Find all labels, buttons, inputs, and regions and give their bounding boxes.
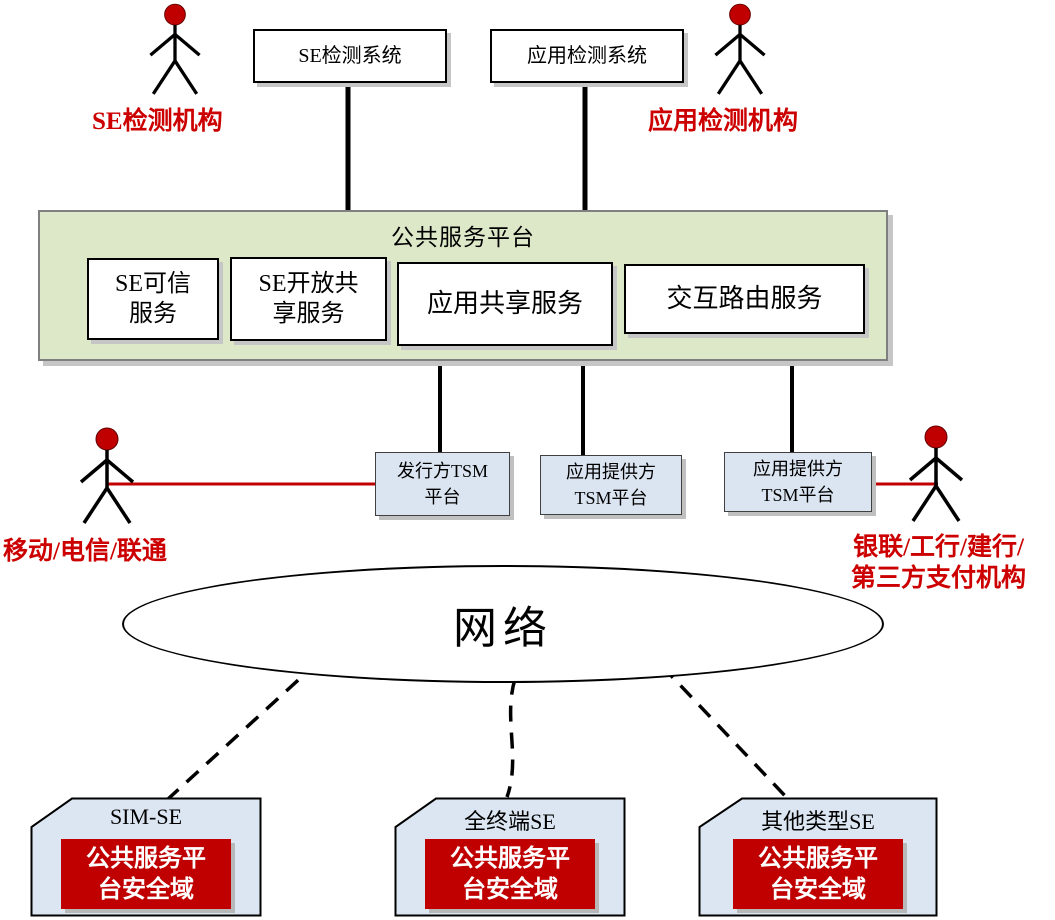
label-se-inspector: SE检测机构 <box>92 108 223 135</box>
label-app-inspector: 应用检测机构 <box>648 108 799 135</box>
card-title: 其他类型SE <box>761 809 875 834</box>
dashed-network-other-se <box>660 664 790 801</box>
person-icon-app-inspector <box>714 3 766 95</box>
security-domain-box: 公共服务平 台安全域 <box>61 839 231 909</box>
person-icon-telecom <box>79 427 135 524</box>
network-label: 网络 <box>453 604 553 653</box>
network-ellipse: 网络 <box>122 565 884 683</box>
card-full-terminal-se: 全终端SE 公共服务平 台安全域 <box>394 797 626 917</box>
dashed-network-sim-se <box>166 660 320 801</box>
card-title: SIM-SE <box>109 804 183 829</box>
platform-title: 公共服务平台 <box>391 225 535 250</box>
card-other-se: 其他类型SE 公共服务平 台安全域 <box>698 797 938 917</box>
label-telecom: 移动/电信/联通 <box>3 538 167 565</box>
box-se-test-system: SE检测系统 <box>253 29 447 83</box>
service-se-trusted: SE可信 服务 <box>87 258 219 340</box>
dashed-network-full-terminal-se <box>505 678 517 798</box>
service-app-share: 应用共享服务 <box>397 262 613 346</box>
card-title: 全终端SE <box>464 809 556 834</box>
person-icon-se-inspector <box>149 3 201 95</box>
box-app-provider-tsm-2: 应用提供方 TSM平台 <box>724 452 872 512</box>
service-se-open-share: SE开放共 享服务 <box>230 257 387 341</box>
public-service-platform: 公共服务平台 SE可信 服务 SE开放共 享服务 应用共享服务 交互路由服务 <box>38 210 888 361</box>
service-routing: 交互路由服务 <box>624 264 865 334</box>
box-issuer-tsm: 发行方TSM 平台 <box>375 452 510 516</box>
person-icon-finance <box>908 425 964 522</box>
box-app-provider-tsm-1: 应用提供方 TSM平台 <box>540 455 682 515</box>
security-domain-box: 公共服务平 台安全域 <box>733 839 903 909</box>
label-finance: 银联/工行/建行/ 第三方支付机构 <box>850 534 1026 593</box>
card-sim-se: SIM-SE 公共服务平 台安全域 <box>30 797 262 917</box>
security-domain-box: 公共服务平 台安全域 <box>425 839 595 909</box>
box-app-test-system: 应用检测系统 <box>490 29 684 83</box>
